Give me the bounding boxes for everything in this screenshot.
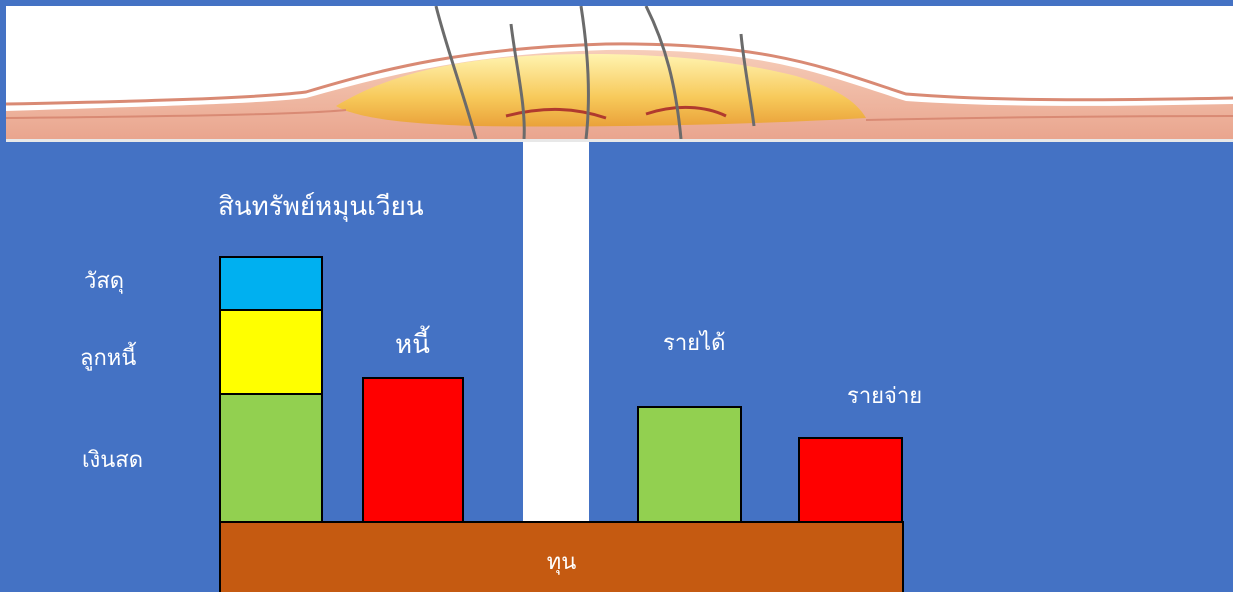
expenses-block: [798, 437, 903, 523]
expenses-label: รายจ่าย: [847, 384, 923, 409]
revenue-block: [637, 406, 742, 523]
cash-label: เงินสด: [82, 448, 144, 473]
receivables-label: ลูกหนี้: [80, 346, 137, 371]
receivables-block: [219, 309, 323, 395]
banner-divider: [6, 139, 1233, 142]
skin-cross-section-image: [6, 6, 1233, 139]
cash-block: [219, 393, 323, 523]
capital-block: ทุน: [219, 521, 904, 592]
capital-label: ทุน: [546, 549, 577, 575]
materials-block: [219, 256, 323, 311]
skin-illustration-banner: [6, 6, 1233, 139]
revenue-label: รายได้: [663, 331, 726, 356]
center-separator: [523, 142, 589, 522]
liabilities-block: [362, 377, 464, 523]
current-assets-title: สินทรัพย์หมุนเวียน: [218, 192, 424, 222]
materials-label: วัสดุ: [84, 269, 125, 294]
liabilities-label: หนี้: [395, 330, 430, 360]
